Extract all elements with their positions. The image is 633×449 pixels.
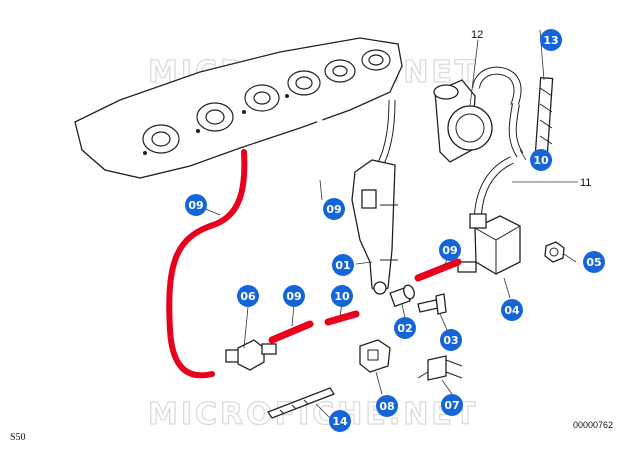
callout-14[interactable]: 14 [329,410,351,432]
callout-07[interactable]: 07 [441,394,463,416]
callout-08[interactable]: 08 [376,395,398,417]
callout-01[interactable]: 01 [332,254,354,276]
callout-13[interactable]: 13 [540,29,562,51]
svg-text:05: 05 [586,256,601,269]
idle-valve-12 [433,79,493,163]
pipe-13 [534,76,554,156]
svg-text:10: 10 [533,154,549,167]
svg-text:07: 07 [444,399,459,412]
callout-09d[interactable]: 09 [439,239,461,261]
hose-09-long [166,149,248,379]
sleeve-02 [389,284,415,308]
svg-text:01: 01 [335,259,350,272]
highlighted-hoses [166,149,462,379]
callout-10b[interactable]: 10 [331,285,353,307]
svg-text:09: 09 [442,244,457,257]
label-11: 11 [580,177,591,189]
svg-text:09: 09 [286,290,301,303]
bracket-01 [351,159,398,295]
valve-04 [457,213,521,275]
svg-text:03: 03 [443,334,458,347]
callout-06[interactable]: 06 [237,285,259,307]
callout-10a[interactable]: 10 [530,149,552,171]
svg-text:04: 04 [504,304,520,317]
svg-text:14: 14 [332,415,348,428]
callout-09b[interactable]: 09 [323,198,345,220]
hose-09-right [414,258,462,282]
svg-text:09: 09 [326,203,341,216]
svg-text:08: 08 [379,400,394,413]
callout-09c[interactable]: 09 [283,285,305,307]
svg-text:09: 09 [188,199,203,212]
callout-02[interactable]: 02 [394,317,416,339]
clip-08 [359,339,391,373]
nut-05 [544,241,565,263]
svg-text:10: 10 [334,290,350,303]
hose-10-short [324,310,360,326]
svg-text:13: 13 [543,34,558,47]
callout-05[interactable]: 05 [583,251,605,273]
callout-04[interactable]: 04 [501,299,523,321]
model-code: S50 [10,432,26,443]
bolt-03 [417,293,447,315]
cable-tie-14 [267,387,335,419]
callout-03[interactable]: 03 [440,329,462,351]
bracket-07 [417,355,463,381]
label-12: 12 [471,29,483,41]
diagram-ref-number: 00000762 [573,420,613,430]
svg-text:06: 06 [240,290,256,303]
svg-text:02: 02 [397,322,412,335]
callout-09a[interactable]: 09 [185,194,207,216]
damper-06 [225,339,277,371]
intake-manifold [74,37,403,179]
hose-09-short [268,320,314,344]
